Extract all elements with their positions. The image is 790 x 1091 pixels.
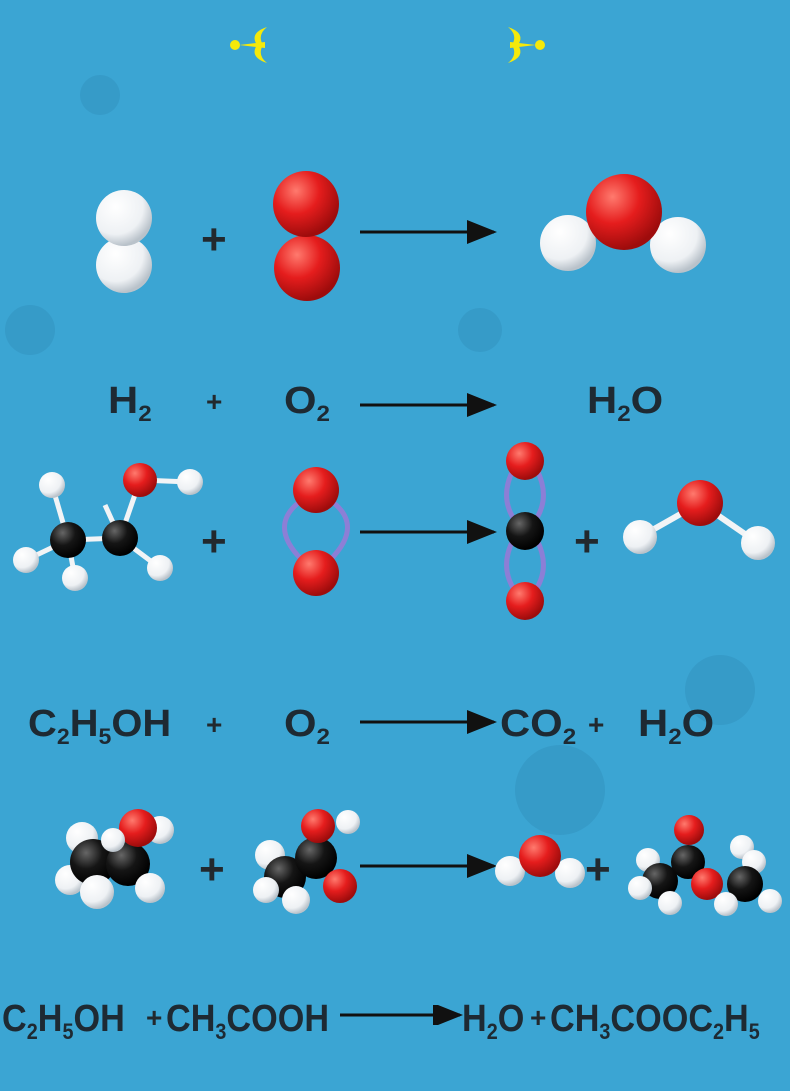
reaction-arrow: [340, 1005, 463, 1025]
formula-element: H: [69, 703, 99, 745]
formula-h2: H2: [108, 380, 152, 425]
formula-c2h5oh: C2H5OH: [28, 703, 172, 748]
formula-h2o: H2O: [587, 380, 664, 425]
formula-element: O: [284, 380, 317, 422]
formula-element: H: [587, 380, 618, 422]
ethyl-acetate-space-filling-model: [628, 815, 782, 916]
ethanol-ball-stick-model: [13, 463, 203, 591]
formula-subscript: 2: [617, 401, 631, 426]
formula-element: O: [284, 703, 317, 745]
formula-element: C: [2, 998, 27, 1040]
h2o-ball-stick-model: [623, 480, 775, 560]
ornament-icon: [508, 27, 545, 63]
plus-sign: +: [199, 845, 225, 894]
formula-ch3cooh: CH3COOH: [166, 998, 330, 1043]
plus-sign: +: [201, 215, 227, 264]
formula-element: CO: [500, 703, 563, 745]
formula-subscript: 2: [316, 724, 330, 749]
plus-sign: +: [201, 517, 227, 566]
formula-element: OH: [111, 703, 172, 745]
formula-subscript: 2: [668, 724, 682, 749]
acetic-acid-space-filling-model: [253, 809, 360, 914]
formula-o2: O2: [284, 703, 330, 748]
o2-ball-stick-model: [282, 467, 350, 596]
formula-element: COOC: [610, 998, 714, 1040]
formula-h2o: H2O: [462, 998, 525, 1043]
co2-ball-stick-model: [504, 442, 546, 620]
formula-element: CH: [550, 998, 600, 1040]
plus-sign: +: [585, 845, 611, 894]
formula-element: H: [37, 998, 63, 1040]
formula-subscript: 2: [562, 724, 577, 749]
formula-element: C: [28, 703, 57, 745]
formula-element: O: [630, 380, 664, 422]
formula-subscript: 2: [713, 1019, 725, 1044]
formula-subscript: 2: [486, 1019, 498, 1044]
plus-sign: +: [146, 1002, 163, 1033]
plus-sign: +: [530, 1002, 547, 1033]
formula-subscript: 5: [62, 1019, 74, 1044]
formula-subscript: 5: [98, 724, 112, 749]
plus-sign: +: [206, 386, 223, 417]
formula-element: O: [681, 703, 715, 745]
formula-h2o: H2O: [638, 703, 715, 748]
formula-subscript: 2: [26, 1019, 38, 1044]
formula-o2: O2: [284, 380, 330, 425]
formula-c2h5oh: C2H5OH: [2, 998, 125, 1043]
formula-element: CH: [166, 998, 216, 1040]
plus-sign: +: [588, 709, 605, 740]
formula-element: H: [724, 998, 749, 1040]
formula-element: H: [638, 703, 669, 745]
formula-element: H: [462, 998, 487, 1040]
formula-subscript: 3: [599, 1019, 611, 1044]
ornament-icon: [230, 27, 267, 63]
formula-co2: CO2: [500, 703, 576, 748]
formula-element: COOH: [226, 998, 330, 1040]
formula-element: O: [497, 998, 525, 1040]
background-texture: [5, 75, 755, 835]
formula-element: OH: [73, 998, 125, 1040]
h2o-molecule-model: [540, 174, 706, 273]
formula-subscript: 2: [138, 401, 152, 426]
o2-molecule-model: [273, 171, 340, 301]
h2-molecule-model: [96, 190, 152, 293]
formula-subscript: 2: [316, 401, 330, 426]
plus-sign: +: [574, 517, 600, 566]
formula-ch3cooc2h5: CH3COOC2H5: [550, 998, 760, 1043]
formula-subscript: 3: [215, 1019, 227, 1044]
formula-subscript: 2: [56, 724, 70, 749]
formula-subscript: 5: [748, 1019, 760, 1044]
plus-sign: +: [206, 709, 223, 740]
h2o-space-filling-model: [495, 835, 585, 888]
formula-element: H: [108, 380, 139, 422]
ethanol-space-filling-model: [55, 809, 174, 909]
